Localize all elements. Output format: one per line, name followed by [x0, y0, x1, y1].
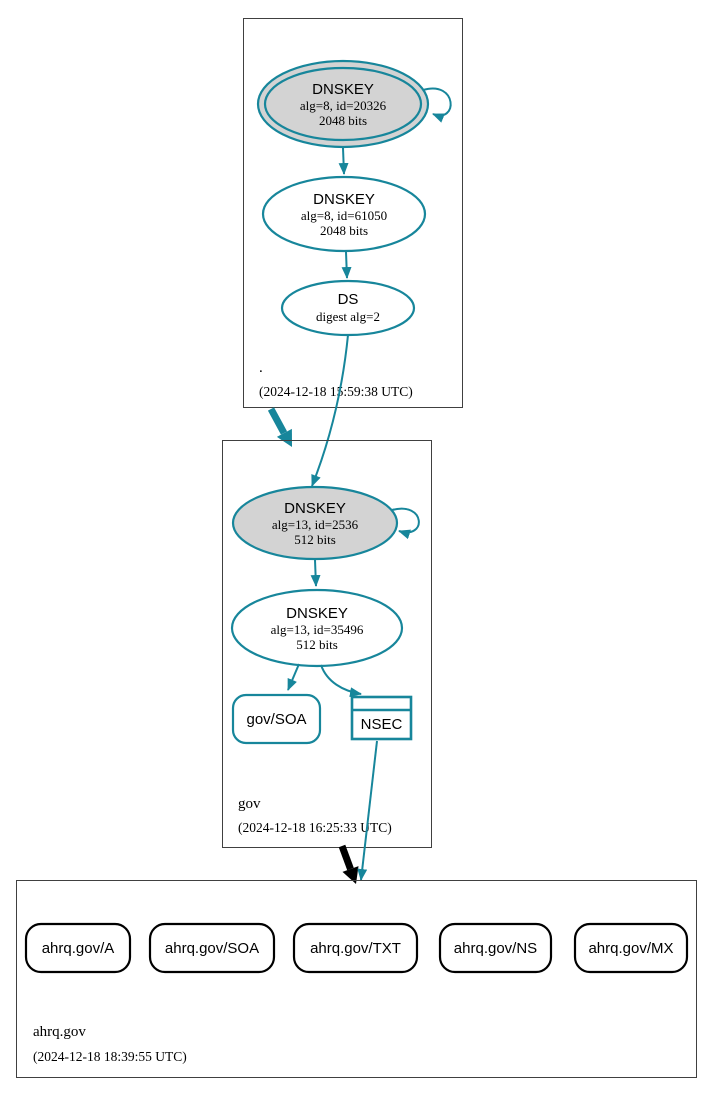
node-rrset-ahrq-soa[interactable]: ahrq.gov/SOA	[148, 922, 276, 974]
node-gov-zsk-dnskey[interactable]: DNSKEY alg=13, id=35496 512 bits	[230, 588, 404, 668]
edge-root-ksk-to-zsk	[338, 147, 349, 175]
rrset-ns-label: ahrq.gov/NS	[454, 940, 537, 957]
gov-soa-rect[interactable]	[231, 693, 322, 745]
root-ksk-inner-ellipse	[263, 66, 423, 142]
gov-ksk-detail: alg=13, id=2536	[272, 517, 359, 532]
rrset-mx-label: ahrq.gov/MX	[588, 940, 673, 957]
root-zsk-bits: 2048 bits	[320, 223, 368, 238]
rrset-txt-label: ahrq.gov/TXT	[310, 940, 401, 957]
gov-zsk-title: DNSKEY	[286, 605, 348, 622]
gov-ksk-title: DNSKEY	[284, 500, 346, 517]
zone-box-root	[243, 18, 463, 408]
zone-timestamp-gov: (2024-12-18 16:25:33 UTC)	[238, 820, 392, 835]
gov-ds-detail: digest alg=2	[316, 309, 380, 324]
node-gov-soa[interactable]: gov/SOA	[231, 693, 322, 745]
rrset-a-label: ahrq.gov/A	[42, 940, 115, 957]
gov-ksk-ellipse[interactable]	[231, 485, 399, 561]
gov-ksk-bits: 512 bits	[294, 532, 336, 547]
node-rrset-ahrq-ns[interactable]: ahrq.gov/NS	[438, 922, 553, 974]
zone-box-gov	[222, 440, 432, 848]
gov-zsk-bits: 512 bits	[296, 637, 338, 652]
gov-nsec-label: NSEC	[361, 716, 403, 733]
node-gov-nsec[interactable]: NSEC	[350, 695, 413, 741]
edge-root-ksk-selfsign	[422, 87, 452, 123]
node-root-zsk-dnskey[interactable]: DNSKEY alg=8, id=61050 2048 bits	[261, 175, 427, 253]
node-gov-ds[interactable]: DS digest alg=2	[280, 279, 416, 337]
edge-gov-zsk-to-nsec	[320, 664, 362, 698]
root-ksk-title: DNSKEY	[312, 81, 374, 98]
zone-label-gov: gov	[238, 796, 261, 812]
rrset-a-rect[interactable]	[24, 922, 132, 974]
edge-gov-zsk-to-soa	[287, 663, 300, 691]
zone-box-ahrq	[16, 880, 697, 1078]
gov-nsec-rect[interactable]	[350, 695, 413, 741]
root-zsk-detail: alg=8, id=61050	[301, 208, 387, 223]
root-ksk-outer-ellipse[interactable]	[256, 59, 430, 149]
node-rrset-ahrq-txt[interactable]: ahrq.gov/TXT	[292, 922, 419, 974]
gov-ds-ellipse[interactable]	[280, 279, 416, 337]
root-zsk-ellipse[interactable]	[261, 175, 427, 253]
edge-gov-ksk-selfsign	[391, 507, 420, 540]
zone-timestamp-ahrq: (2024-12-18 18:39:55 UTC)	[33, 1049, 187, 1064]
zone-label-ahrq: ahrq.gov	[33, 1024, 86, 1040]
node-root-ksk-dnskey[interactable]: DNSKEY alg=8, id=20326 2048 bits	[256, 59, 430, 149]
root-zsk-title: DNSKEY	[313, 191, 375, 208]
rrset-mx-rect[interactable]	[573, 922, 689, 974]
zone-label-root: .	[259, 360, 263, 376]
rrset-soa-label: ahrq.gov/SOA	[165, 940, 259, 957]
gov-soa-label: gov/SOA	[246, 711, 306, 728]
edge-delegation-root-gov-arrowhead	[276, 428, 292, 447]
edge-nsec-to-ahrq	[357, 740, 378, 881]
edge-gov-ksk-to-zsk	[310, 559, 321, 587]
node-gov-ksk-dnskey[interactable]: DNSKEY alg=13, id=2536 512 bits	[231, 485, 399, 561]
rrset-soa-rect[interactable]	[148, 922, 276, 974]
node-rrset-ahrq-a[interactable]: ahrq.gov/A	[24, 922, 132, 974]
root-ksk-detail: alg=8, id=20326	[300, 98, 387, 113]
gov-zsk-ellipse[interactable]	[230, 588, 404, 668]
node-rrset-ahrq-mx[interactable]: ahrq.gov/MX	[573, 922, 689, 974]
gov-ds-title: DS	[338, 291, 359, 308]
root-ksk-bits: 2048 bits	[319, 113, 367, 128]
gov-zsk-detail: alg=13, id=35496	[271, 622, 364, 637]
edge-root-zsk-to-ds	[341, 251, 352, 279]
edge-delegation-gov-ahrq-arrowhead	[342, 866, 359, 884]
zone-timestamp-root: (2024-12-18 15:59:38 UTC)	[259, 384, 413, 399]
edge-delegation-gov-ahrq-shaft	[338, 844, 354, 871]
edge-delegation-root-gov-shaft	[267, 407, 288, 435]
rrset-txt-rect[interactable]	[292, 922, 419, 974]
edge-ds-to-gov-ksk	[311, 334, 349, 487]
rrset-ns-rect[interactable]	[438, 922, 553, 974]
